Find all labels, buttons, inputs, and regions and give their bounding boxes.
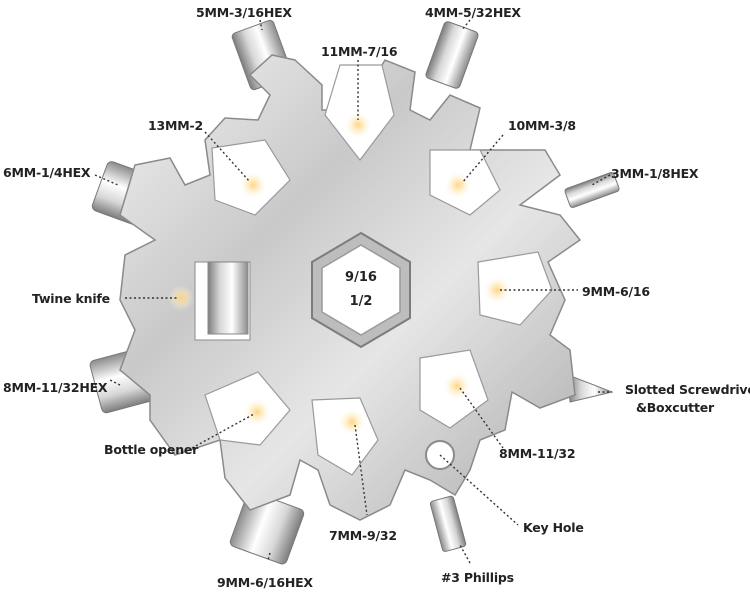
label-9mm-hex: 9MM-6/16HEX	[217, 575, 313, 590]
label-4mm-hex: 4MM-5/32HEX	[425, 5, 521, 20]
label-10mm: 10MM-3/8	[508, 118, 576, 133]
label-11mm: 11MM-7/16	[321, 44, 398, 59]
label-8mm: 8MM-11/32	[499, 446, 576, 461]
label-3mm-hex: 3MM-1/8HEX	[611, 166, 699, 181]
label-key-hole: Key Hole	[523, 520, 584, 535]
label-6mm-hex: 6MM-1/4HEX	[3, 165, 91, 180]
center-hex-wrench	[311, 231, 411, 349]
hex-bit-4mm	[425, 21, 479, 89]
label-13mm: 13MM-2	[148, 118, 203, 133]
label-phillips: #3 Phillips	[441, 570, 514, 585]
wrench-9mm-opening	[477, 251, 553, 326]
label-bottle-opener: Bottle opener	[104, 442, 199, 457]
hex-bit-3mm	[564, 172, 620, 208]
center-label-bottom: 1/2	[349, 294, 373, 309]
center-label-top: 9/16	[345, 270, 377, 285]
twine-knife-blade	[207, 261, 249, 335]
phillips-bit	[429, 495, 467, 552]
label-8mm-hex: 8MM-11/32HEX	[3, 380, 108, 395]
glow-markers	[168, 112, 510, 435]
label-slotted-1: Slotted Screwdriver	[625, 382, 750, 397]
label-9mm: 9MM-6/16	[582, 284, 650, 299]
label-7mm: 7MM-9/32	[329, 528, 397, 543]
label-twine-knife: Twine knife	[32, 291, 110, 306]
label-5mm-hex: 5MM-3/16HEX	[196, 5, 292, 20]
leader-lines	[94, 19, 612, 564]
label-slotted-2: &Boxcutter	[636, 400, 714, 415]
